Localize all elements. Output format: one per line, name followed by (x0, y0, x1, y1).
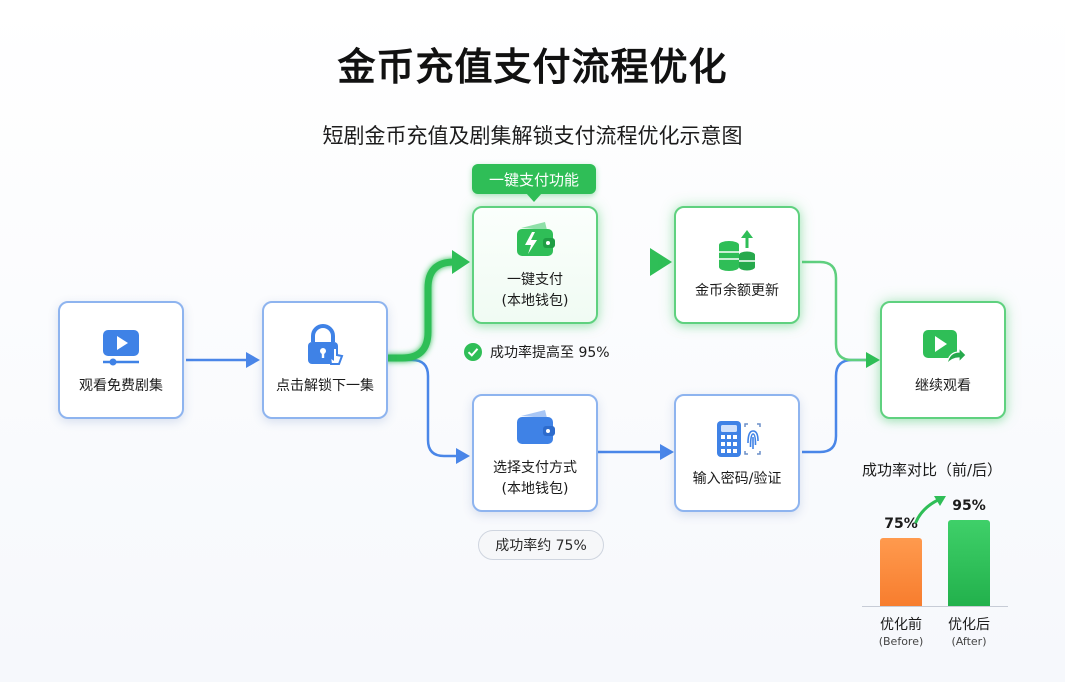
tick-sublabel-after: (After) (951, 635, 987, 648)
node-password-verify: 输入密码/验证 (674, 394, 800, 512)
node-one-click-pay: 一键支付 (本地钱包) (472, 206, 598, 324)
bar-value-before: 75% (884, 516, 918, 532)
video-share-icon (923, 329, 967, 366)
keypad-fingerprint-icon (717, 420, 761, 457)
node-label-line2: (本地钱包) (501, 481, 569, 497)
node-label: 输入密码/验证 (692, 470, 782, 487)
tick-label-after: 优化后 (948, 617, 990, 633)
arrow-head (456, 448, 470, 464)
bar-value-after: 95% (952, 498, 986, 514)
wallet-icon (517, 410, 555, 444)
node-label-line1: 选择支付方式 (493, 460, 577, 476)
node-select-payment: 选择支付方式 (本地钱包) (472, 394, 598, 512)
node-label: 观看免费剧集 (79, 377, 163, 394)
check-circle-icon (464, 343, 482, 361)
arrow-head (660, 444, 674, 460)
one-click-feature-badge: 一键支付功能 (472, 164, 596, 194)
node-label-line1: 一键支付 (507, 272, 563, 288)
chart-baseline (862, 606, 1008, 607)
arrow-unlock-to-oneclick (384, 258, 460, 362)
chart-title: 成功率对比（前/后） (862, 461, 1003, 479)
node-label: 金币余额更新 (695, 282, 779, 299)
node-watch-free-episode: 观看免费剧集 (58, 301, 184, 419)
bar-before (880, 538, 922, 606)
arrow-head (452, 250, 470, 274)
node-click-unlock: 点击解锁下一集 (262, 301, 388, 419)
arrow-balance-to-continue (802, 260, 866, 362)
bar-after (948, 520, 990, 606)
badge-pointer (526, 193, 542, 202)
wallet-lightning-icon (517, 222, 555, 256)
node-label: 点击解锁下一集 (276, 377, 374, 394)
video-play-icon (103, 329, 139, 365)
tick-label-before: 优化前 (880, 617, 922, 633)
node-balance-update: 金币余额更新 (674, 206, 800, 324)
success-rate-original: 成功率约 75% (478, 530, 604, 560)
lock-tap-icon (308, 323, 344, 365)
coin-stack-up-icon (719, 229, 755, 271)
success-rate-optimized: 成功率提高至 95% (464, 340, 610, 364)
arrow-head (866, 352, 880, 368)
arrow-head (650, 248, 672, 276)
page-subtitle: 短剧金币充值及剧集解锁支付流程优化示意图 (322, 124, 743, 148)
success-rate-optimized-text: 成功率提高至 95% (490, 345, 610, 361)
node-label-line2: (本地钱包) (501, 293, 569, 309)
arrow-unlock-to-select (392, 358, 456, 458)
node-continue-watching: 继续观看 (880, 301, 1006, 419)
arrow-password-to-continue (802, 358, 866, 454)
arrow-head (246, 352, 260, 368)
page-title: 金币充值支付流程优化 (337, 45, 728, 89)
node-label: 继续观看 (915, 377, 971, 394)
tick-sublabel-before: (Before) (878, 635, 924, 648)
trend-up-arrow-icon (914, 496, 946, 524)
